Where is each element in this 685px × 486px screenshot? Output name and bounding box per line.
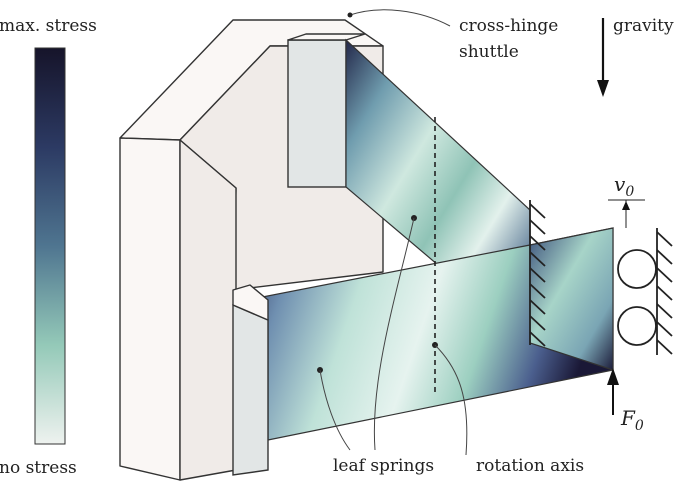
gravity-arrow-icon bbox=[597, 18, 609, 97]
shuttle-label-line1: cross-hinge bbox=[459, 16, 558, 36]
shuttle-label-line2: shuttle bbox=[459, 42, 519, 62]
leaf-spring-leader-lower bbox=[319, 369, 351, 451]
lower-block bbox=[232, 284, 269, 476]
force-arrow-icon bbox=[607, 368, 619, 415]
gravity-label: gravity bbox=[613, 16, 674, 36]
rotation-axis-label: rotation axis bbox=[476, 456, 584, 476]
displacement-label: v0 bbox=[614, 172, 634, 200]
leaf-spring-leader-upper bbox=[373, 217, 415, 451]
rotation-axis-leader bbox=[434, 344, 468, 456]
stress-colorbar bbox=[34, 47, 66, 445]
force-label: F0 bbox=[620, 406, 644, 434]
colorbar-top-label: max. stress bbox=[0, 16, 97, 36]
colorbar-bottom-label: no stress bbox=[0, 458, 77, 478]
fixed-support-hatch-icon bbox=[529, 200, 546, 347]
shuttle-leader bbox=[349, 9, 451, 27]
displacement-arrow-icon bbox=[608, 199, 645, 228]
leaf-springs-label: leaf springs bbox=[333, 456, 434, 476]
roller-support-icon bbox=[617, 228, 673, 355]
